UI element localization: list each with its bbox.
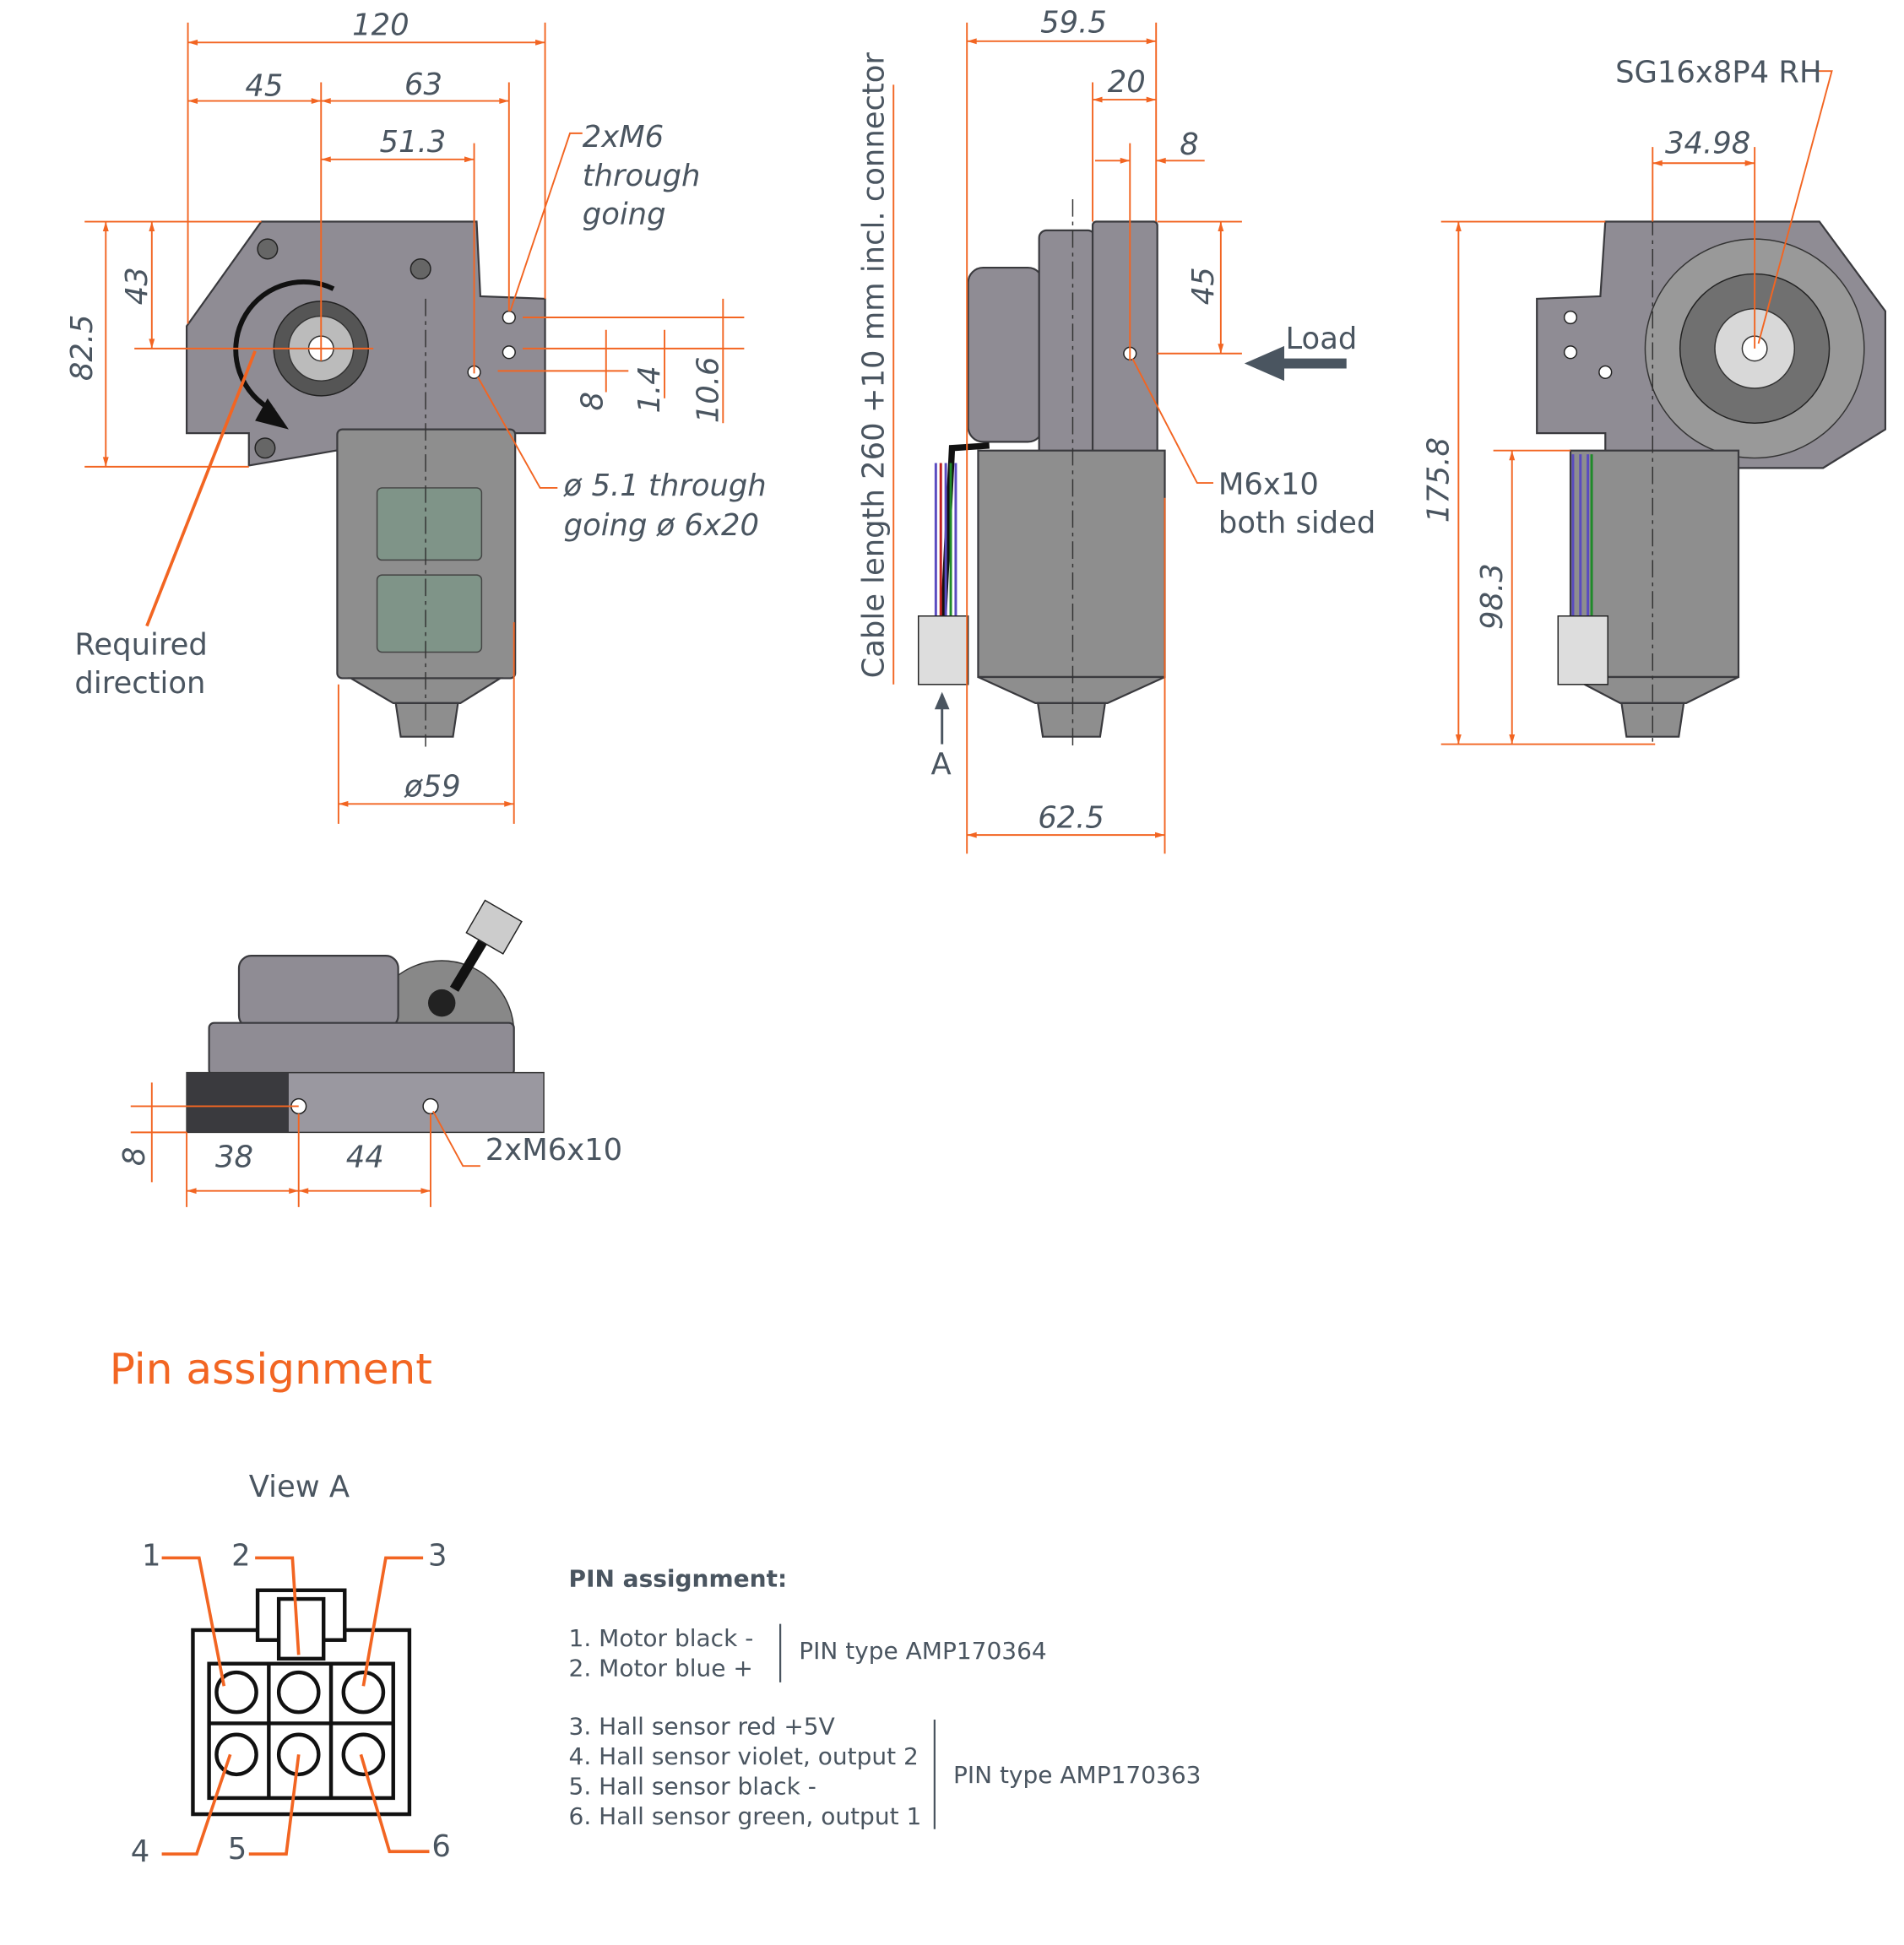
pin-item-3: 3. Hall sensor red +5V xyxy=(569,1713,835,1741)
connector-diagram xyxy=(191,1588,412,1817)
note-2xm6x10: 2xM6x10 xyxy=(485,1133,622,1168)
load-label: Load xyxy=(1285,322,1357,356)
dim-38: 38 xyxy=(215,1140,253,1175)
pin-assignment-section: Pin assignment View A 1 2 3 4 5 6 PIN as… xyxy=(110,1344,1202,1869)
pin-number-5: 5 xyxy=(228,1832,247,1866)
note-hole-1: ø 5.1 through xyxy=(563,469,767,503)
note-m6x10: M6x10 xyxy=(1218,467,1319,501)
dim-20: 20 xyxy=(1108,65,1146,100)
dim-51-3: 51.3 xyxy=(380,125,447,160)
dim-34-98: 34.98 xyxy=(1665,126,1750,160)
note-2xm6: 2xM6 xyxy=(583,120,664,154)
pin-list-title: PIN assignment: xyxy=(569,1564,788,1592)
pin-section-title: Pin assignment xyxy=(110,1344,432,1394)
dim-62-5: 62.5 xyxy=(1038,800,1104,835)
dim-82-5: 82.5 xyxy=(65,314,100,381)
dim-120: 120 xyxy=(352,8,409,42)
pin-type-2: PIN type AMP170363 xyxy=(953,1761,1202,1789)
dim-8-side: 8 xyxy=(1180,127,1199,162)
note-through: through xyxy=(583,159,701,193)
front-view: 120 45 63 51.3 82.5 43 8 1.4 10.6 ø59 2x… xyxy=(65,8,767,824)
pin-item-4: 4. Hall sensor violet, output 2 xyxy=(569,1742,919,1770)
note-both-sided: both sided xyxy=(1218,506,1375,540)
pin-type-1: PIN type AMP170364 xyxy=(799,1637,1047,1665)
dim-10-6: 10.6 xyxy=(691,357,725,424)
pin-number-1: 1 xyxy=(142,1538,161,1573)
load-arrow-icon xyxy=(1244,345,1347,382)
side-view: 59.5 20 8 45 Cable length 260 +10 mm inc… xyxy=(856,6,1375,854)
dim-98-3: 98.3 xyxy=(1475,563,1510,630)
pin-item-6: 6. Hall sensor green, output 1 xyxy=(569,1802,922,1830)
cable-length-label: Cable length 260 +10 mm incl. connector xyxy=(856,52,891,679)
rear-view: 34.98 SG16x8P4 RH 175.8 98.3 xyxy=(1422,55,1886,747)
gear-label: SG16x8P4 RH xyxy=(1615,55,1821,89)
pin-number-6: 6 xyxy=(431,1829,451,1864)
pin-item-2: 2. Motor blue + xyxy=(569,1654,753,1682)
dim-44: 44 xyxy=(346,1140,384,1175)
dim-63: 63 xyxy=(404,68,442,102)
view-a-label: View A xyxy=(249,1470,350,1504)
bottom-view: 8 38 44 2xM6x10 xyxy=(117,899,622,1207)
dim-45: 45 xyxy=(1186,267,1221,305)
dim-175-8: 175.8 xyxy=(1422,437,1456,523)
note-direction: direction xyxy=(74,666,205,701)
note-hole-2: going ø 6x20 xyxy=(564,508,759,543)
note-required: Required xyxy=(74,627,207,662)
note-going: going xyxy=(583,197,666,231)
dim-45: 45 xyxy=(245,69,283,104)
dim-dia-59: ø59 xyxy=(404,769,461,804)
pin-item-1: 1. Motor black - xyxy=(569,1624,754,1652)
dim-1-4: 1.4 xyxy=(632,366,667,413)
pin-item-5: 5. Hall sensor black - xyxy=(569,1772,816,1800)
dim-8: 8 xyxy=(575,392,610,411)
pin-number-4: 4 xyxy=(131,1834,150,1869)
view-a-marker: A xyxy=(930,747,951,782)
pin-number-3: 3 xyxy=(428,1538,448,1573)
dim-43: 43 xyxy=(120,267,155,305)
dim-8-bottom: 8 xyxy=(117,1147,152,1167)
pin-number-2: 2 xyxy=(231,1538,251,1573)
dim-59-5: 59.5 xyxy=(1040,6,1107,41)
